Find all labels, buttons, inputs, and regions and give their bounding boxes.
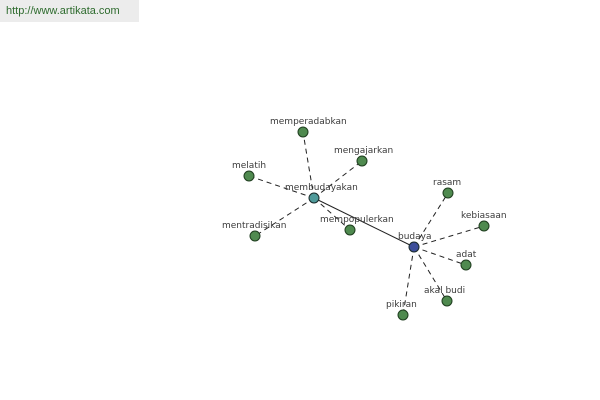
nodes-layer bbox=[243, 126, 490, 321]
node-label-pikiran[interactable]: pikiran bbox=[386, 300, 417, 310]
node-label-kebiasaan[interactable]: kebiasaan bbox=[461, 211, 507, 221]
node-label-memperadabkan[interactable]: memperadabkan bbox=[270, 117, 347, 127]
node-label-melatih[interactable]: melatih bbox=[232, 161, 266, 171]
edge-budaya-kebiasaan bbox=[413, 225, 485, 248]
edge-membudayakan-mengajarkan bbox=[313, 160, 363, 199]
edge-membudayakan-melatih bbox=[248, 175, 315, 199]
node-mengajarkan[interactable] bbox=[356, 155, 368, 167]
labels-layer: membudayakan budaya memperadabkan mengajark… bbox=[222, 117, 507, 310]
node-mentradisikan[interactable] bbox=[249, 230, 261, 242]
node-melatih[interactable] bbox=[243, 170, 255, 182]
node-mempopulerkan[interactable] bbox=[344, 224, 356, 236]
node-label-membudayakan[interactable]: membudayakan bbox=[285, 183, 358, 193]
node-label-rasam[interactable]: rasam bbox=[433, 178, 461, 188]
node-rasam[interactable] bbox=[442, 187, 454, 199]
edge-budaya-adat bbox=[413, 246, 467, 266]
node-label-akal-budi[interactable]: akal budi bbox=[424, 286, 465, 296]
edge-membudayakan-budaya bbox=[313, 197, 415, 248]
edge-budaya-rasam bbox=[413, 192, 449, 248]
node-memperadabkan[interactable] bbox=[297, 126, 309, 138]
edge-budaya-akal-budi bbox=[413, 246, 448, 302]
node-label-budaya[interactable]: budaya bbox=[398, 232, 432, 242]
node-label-mengajarkan[interactable]: mengajarkan bbox=[334, 146, 393, 156]
site-url-link[interactable]: http://www.artikata.com bbox=[0, 0, 139, 22]
node-akal-budi[interactable] bbox=[441, 295, 453, 307]
node-adat[interactable] bbox=[460, 259, 472, 271]
node-kebiasaan[interactable] bbox=[478, 220, 490, 232]
node-label-mentradisikan[interactable]: mentradisikan bbox=[222, 221, 286, 231]
edges-layer bbox=[248, 131, 485, 316]
edge-membudayakan-mempopulerkan bbox=[313, 197, 351, 231]
node-budaya[interactable] bbox=[408, 241, 420, 253]
node-label-adat[interactable]: adat bbox=[456, 250, 477, 260]
edge-budaya-pikiran bbox=[402, 246, 415, 316]
node-membudayakan[interactable] bbox=[308, 192, 320, 204]
node-label-mempopulerkan[interactable]: mempopulerkan bbox=[320, 215, 394, 225]
edge-membudayakan-memperadabkan bbox=[302, 131, 315, 199]
edge-membudayakan-mentradisikan bbox=[254, 197, 315, 237]
node-pikiran[interactable] bbox=[397, 309, 409, 321]
